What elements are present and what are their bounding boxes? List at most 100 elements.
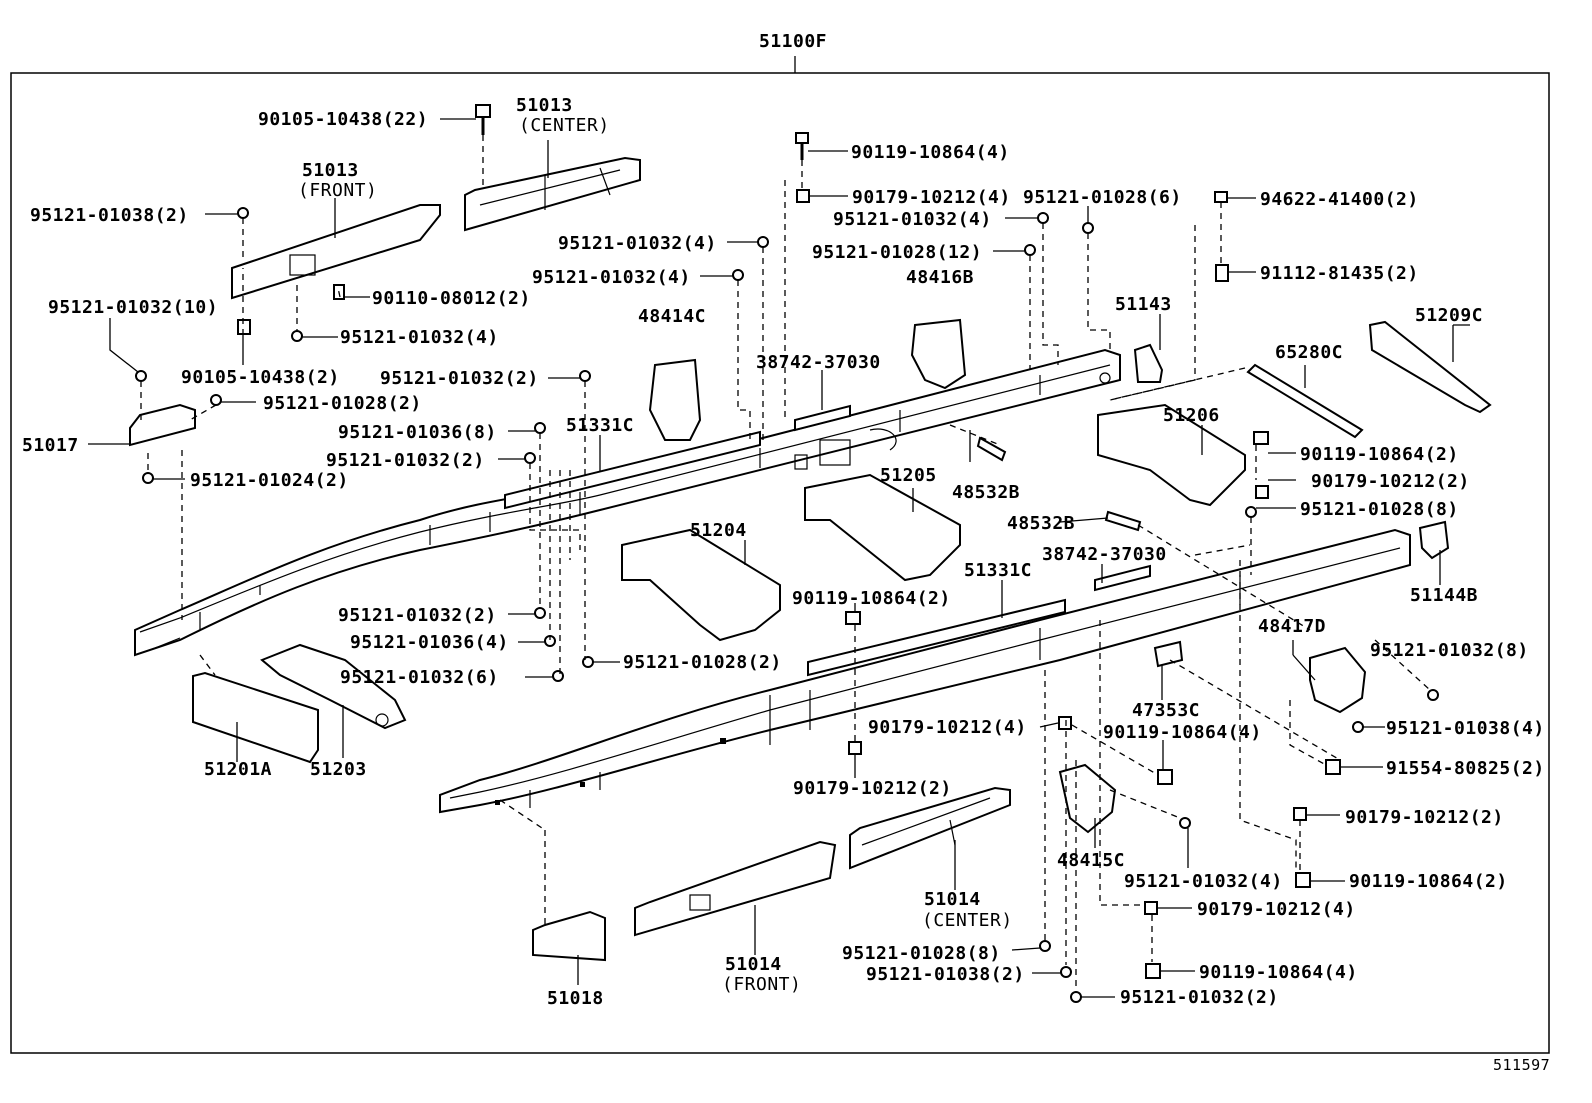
part-51209c-label[interactable]: 51209C bbox=[1415, 305, 1484, 326]
rail-51014-front bbox=[634, 840, 837, 937]
bracket-51143 bbox=[1133, 343, 1164, 383]
bolt-95121-01028-2-b-label[interactable]: 95121-01028(2) bbox=[623, 652, 782, 673]
bolt-95121-01032-4-a-label[interactable]: 95121-01032(4) bbox=[833, 209, 992, 230]
nut-94622-41400-2-label[interactable]: 94622-41400(2) bbox=[1260, 189, 1419, 210]
assembly-number: 51100F bbox=[759, 31, 828, 52]
rail-51014-center-note: (CENTER) bbox=[922, 910, 1013, 931]
part-51013-front-note: (FRONT) bbox=[298, 180, 378, 201]
pin-48532b-b-label[interactable]: 48532B bbox=[1007, 513, 1076, 534]
bracket-48417d-label[interactable]: 48417D bbox=[1258, 616, 1327, 637]
part-51143-label[interactable]: 51143 bbox=[1115, 294, 1172, 315]
bolt-90119-10864-2-c-label[interactable]: 90119-10864(2) bbox=[1349, 871, 1508, 892]
bracket-48416b bbox=[910, 318, 967, 390]
pin-48532b-a-label[interactable]: 48532B bbox=[952, 482, 1021, 503]
leader-lines bbox=[88, 118, 1470, 998]
bolt-91112-81435-2-label[interactable]: 91112-81435(2) bbox=[1260, 263, 1419, 284]
part-48414c-label[interactable]: 48414C bbox=[638, 306, 707, 327]
bracket-51018 bbox=[532, 910, 606, 962]
bracket-48414c bbox=[648, 358, 702, 441]
bolt-95121-01032-4-e-label[interactable]: 95121-01032(4) bbox=[1124, 871, 1283, 892]
bolt-90110-08012-2-label[interactable]: 90110-08012(2) bbox=[372, 288, 531, 309]
rail-51014-front-note: (FRONT) bbox=[722, 974, 802, 995]
bracket-51017 bbox=[129, 403, 196, 447]
bolt-95121-01032-2-c-label[interactable]: 95121-01032(2) bbox=[338, 605, 497, 626]
crossmember-51201a-label[interactable]: 51201A bbox=[204, 759, 273, 780]
shim-38742-37030-b-label[interactable]: 38742-37030 bbox=[1042, 544, 1167, 565]
bolt-95121-01036-8-label[interactable]: 95121-01036(8) bbox=[338, 422, 497, 443]
crossmember-51206 bbox=[1097, 403, 1246, 507]
bracket-51017-label[interactable]: 51017 bbox=[22, 435, 79, 456]
part-51013-center-label[interactable]: 51013 bbox=[516, 95, 573, 116]
bracket-51144b bbox=[1418, 520, 1450, 560]
nut-90179-10212-4-top-label[interactable]: 90179-10212(4) bbox=[852, 187, 1011, 208]
bolt-95121-01032-10-label[interactable]: 95121-01032(10) bbox=[48, 297, 219, 318]
frame-rail-left bbox=[134, 348, 1121, 657]
bolt-91554-80825-2-label[interactable]: 91554-80825(2) bbox=[1386, 758, 1545, 779]
strip-51331c-lower bbox=[807, 598, 1066, 677]
bolt-90119-10864-2-a-label[interactable]: 90119-10864(2) bbox=[1300, 444, 1459, 465]
bracket-51018-label[interactable]: 51018 bbox=[547, 988, 604, 1009]
bolt-95121-01028-12-label[interactable]: 95121-01028(12) bbox=[812, 242, 983, 263]
bracket-47353c bbox=[1153, 640, 1184, 668]
bolt-95121-01028-6-label[interactable]: 95121-01028(6) bbox=[1023, 187, 1182, 208]
shim-38742-37030-a-label[interactable]: 38742-37030 bbox=[756, 352, 881, 373]
bolt-95121-01032-4-b-label[interactable]: 95121-01032(4) bbox=[558, 233, 717, 254]
bolt-95121-01028-8-b-label[interactable]: 95121-01028(8) bbox=[842, 943, 1001, 964]
shaft-65280c-label[interactable]: 65280C bbox=[1275, 342, 1344, 363]
bolt-90119-10864-4-mid-label[interactable]: 90119-10864(4) bbox=[1103, 722, 1262, 743]
bolt-95121-01032-4-c-label[interactable]: 95121-01032(4) bbox=[532, 267, 691, 288]
bolt-90105-10438-22-label[interactable]: 90105-10438(22) bbox=[258, 109, 429, 130]
nut-90179-10212-2-c-label[interactable]: 90179-10212(2) bbox=[1345, 807, 1504, 828]
bolt-95121-01038-2-low-label[interactable]: 95121-01038(2) bbox=[866, 964, 1025, 985]
strip-51331c-a-label[interactable]: 51331C bbox=[566, 415, 635, 436]
bolt-90119-10864-4-top-label[interactable]: 90119-10864(4) bbox=[851, 142, 1010, 163]
bolt-95121-01038-4-label[interactable]: 95121-01038(4) bbox=[1386, 718, 1545, 739]
rail-51014-center-label[interactable]: 51014 bbox=[924, 889, 981, 910]
bolt-95121-01036-4-label[interactable]: 95121-01036(4) bbox=[350, 632, 509, 653]
strip-51331c-upper bbox=[504, 430, 761, 510]
part-51013-center-note: (CENTER) bbox=[519, 115, 610, 136]
part-51206-label[interactable]: 51206 bbox=[1163, 405, 1220, 426]
nut-90179-10212-4-low-label[interactable]: 90179-10212(4) bbox=[1197, 899, 1356, 920]
bolt-95121-01032-2-a-label[interactable]: 95121-01032(2) bbox=[380, 368, 539, 389]
bolt-95121-01032-4-d-label[interactable]: 95121-01032(4) bbox=[340, 327, 499, 348]
rail-51014-front-label[interactable]: 51014 bbox=[725, 954, 782, 975]
bolt-95121-01024-2-label[interactable]: 95121-01024(2) bbox=[190, 470, 349, 491]
nut-90179-10212-2-b-label[interactable]: 90179-10212(2) bbox=[793, 778, 952, 799]
bolt-95121-01032-6-label[interactable]: 95121-01032(6) bbox=[340, 667, 499, 688]
bracket-48417d bbox=[1309, 646, 1367, 714]
pin-48532b-upper bbox=[976, 436, 1007, 462]
bracket-51144b-label[interactable]: 51144B bbox=[1410, 585, 1479, 606]
part-48416b-label[interactable]: 48416B bbox=[906, 267, 975, 288]
bolt-90119-10864-4-low-label[interactable]: 90119-10864(4) bbox=[1199, 962, 1358, 983]
shim-38742-upper bbox=[794, 404, 851, 432]
bolt-90105-10438-2-label[interactable]: 90105-10438(2) bbox=[181, 367, 340, 388]
part-51013-front-label[interactable]: 51013 bbox=[302, 160, 359, 181]
crossmember-51203-label[interactable]: 51203 bbox=[310, 759, 367, 780]
bolt-95121-01028-2-a-label[interactable]: 95121-01028(2) bbox=[263, 393, 422, 414]
crossmember-51201a bbox=[192, 671, 319, 764]
bracket-47353c-label[interactable]: 47353C bbox=[1132, 700, 1201, 721]
crossmember-51203 bbox=[260, 643, 407, 730]
crossmember-51204-label[interactable]: 51204 bbox=[690, 520, 747, 541]
frame-rail-right bbox=[439, 528, 1411, 814]
bolt-95121-01032-2-d-label[interactable]: 95121-01032(2) bbox=[1120, 987, 1279, 1008]
nut-90179-10212-4-mid-label[interactable]: 90179-10212(4) bbox=[868, 717, 1027, 738]
bolt-95121-01038-2-top-label[interactable]: 95121-01038(2) bbox=[30, 205, 189, 226]
crossmember-51204 bbox=[621, 528, 781, 642]
bracket-48415c-label[interactable]: 48415C bbox=[1057, 850, 1126, 871]
bolt-95121-01032-2-b-label[interactable]: 95121-01032(2) bbox=[326, 450, 485, 471]
bolt-90119-10864-2-b-label[interactable]: 90119-10864(2) bbox=[792, 588, 951, 609]
bolt-95121-01032-8-label[interactable]: 95121-01032(8) bbox=[1370, 640, 1529, 661]
shaft-65280c bbox=[1246, 363, 1364, 439]
strip-51331c-b-label[interactable]: 51331C bbox=[964, 560, 1033, 581]
bolt-95121-01028-8-a-label[interactable]: 95121-01028(8) bbox=[1300, 499, 1459, 520]
rail-51014-center bbox=[849, 786, 1011, 870]
nut-90179-10212-2-a-label[interactable]: 90179-10212(2) bbox=[1311, 471, 1470, 492]
crossmember-51205-label[interactable]: 51205 bbox=[880, 465, 937, 486]
diagram-border bbox=[10, 72, 1550, 1054]
pin-48532b-lower bbox=[1104, 510, 1142, 532]
rail-51013-front bbox=[231, 204, 441, 300]
